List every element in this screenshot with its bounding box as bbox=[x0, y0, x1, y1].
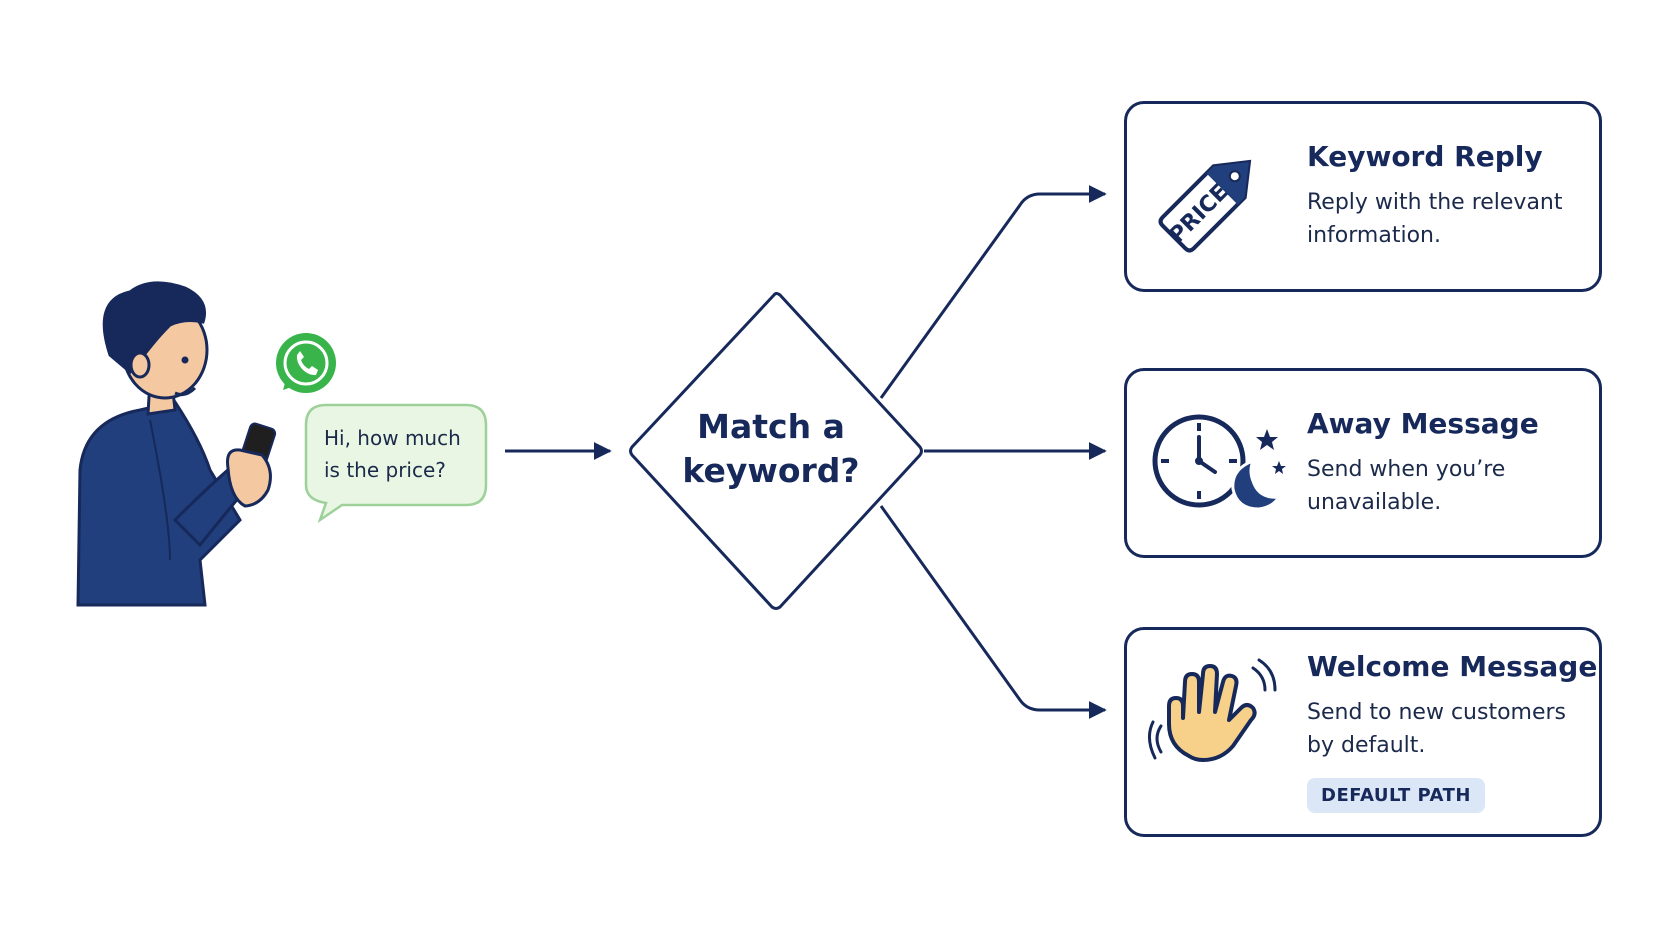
card-title: Keyword Reply bbox=[1307, 140, 1543, 173]
card-title: Welcome Message bbox=[1307, 650, 1598, 683]
card-description: Reply with the relevant information. bbox=[1307, 190, 1563, 248]
decision-label: Match a keyword? bbox=[646, 405, 896, 493]
clock-moon-icon bbox=[1152, 414, 1286, 511]
card-description: Send to new customers by default. bbox=[1307, 700, 1567, 758]
card-welcome-message: Welcome Message Send to new customers by… bbox=[1124, 627, 1602, 837]
decision-label-line: keyword? bbox=[682, 451, 860, 490]
price-tag-icon: PRICE bbox=[1158, 159, 1252, 253]
decision-diamond bbox=[629, 292, 923, 610]
card-description: Send when you’re unavailable. bbox=[1307, 457, 1506, 515]
chat-message-line: is the price? bbox=[324, 458, 446, 482]
waving-hand-icon bbox=[1148, 658, 1277, 762]
chat-message-line: Hi, how much bbox=[324, 426, 461, 450]
arrow-to-welcome-message bbox=[879, 505, 1107, 719]
decision-label-line: Match a bbox=[697, 407, 845, 446]
card-keyword-reply: PRICE Keyword Reply Reply with the relev… bbox=[1124, 101, 1602, 292]
person-illustration bbox=[76, 281, 277, 607]
card-title: Away Message bbox=[1307, 407, 1539, 440]
arrow-to-keyword-reply bbox=[879, 185, 1107, 399]
whatsapp-icon bbox=[276, 333, 336, 393]
person-hair bbox=[102, 281, 206, 375]
card-away-message: Away Message Send when you’re unavailabl… bbox=[1124, 368, 1602, 558]
chat-bubble bbox=[304, 403, 488, 524]
chat-message: Hi, how much is the price? bbox=[324, 422, 484, 486]
default-path-badge: DEFAULT PATH bbox=[1307, 778, 1485, 813]
